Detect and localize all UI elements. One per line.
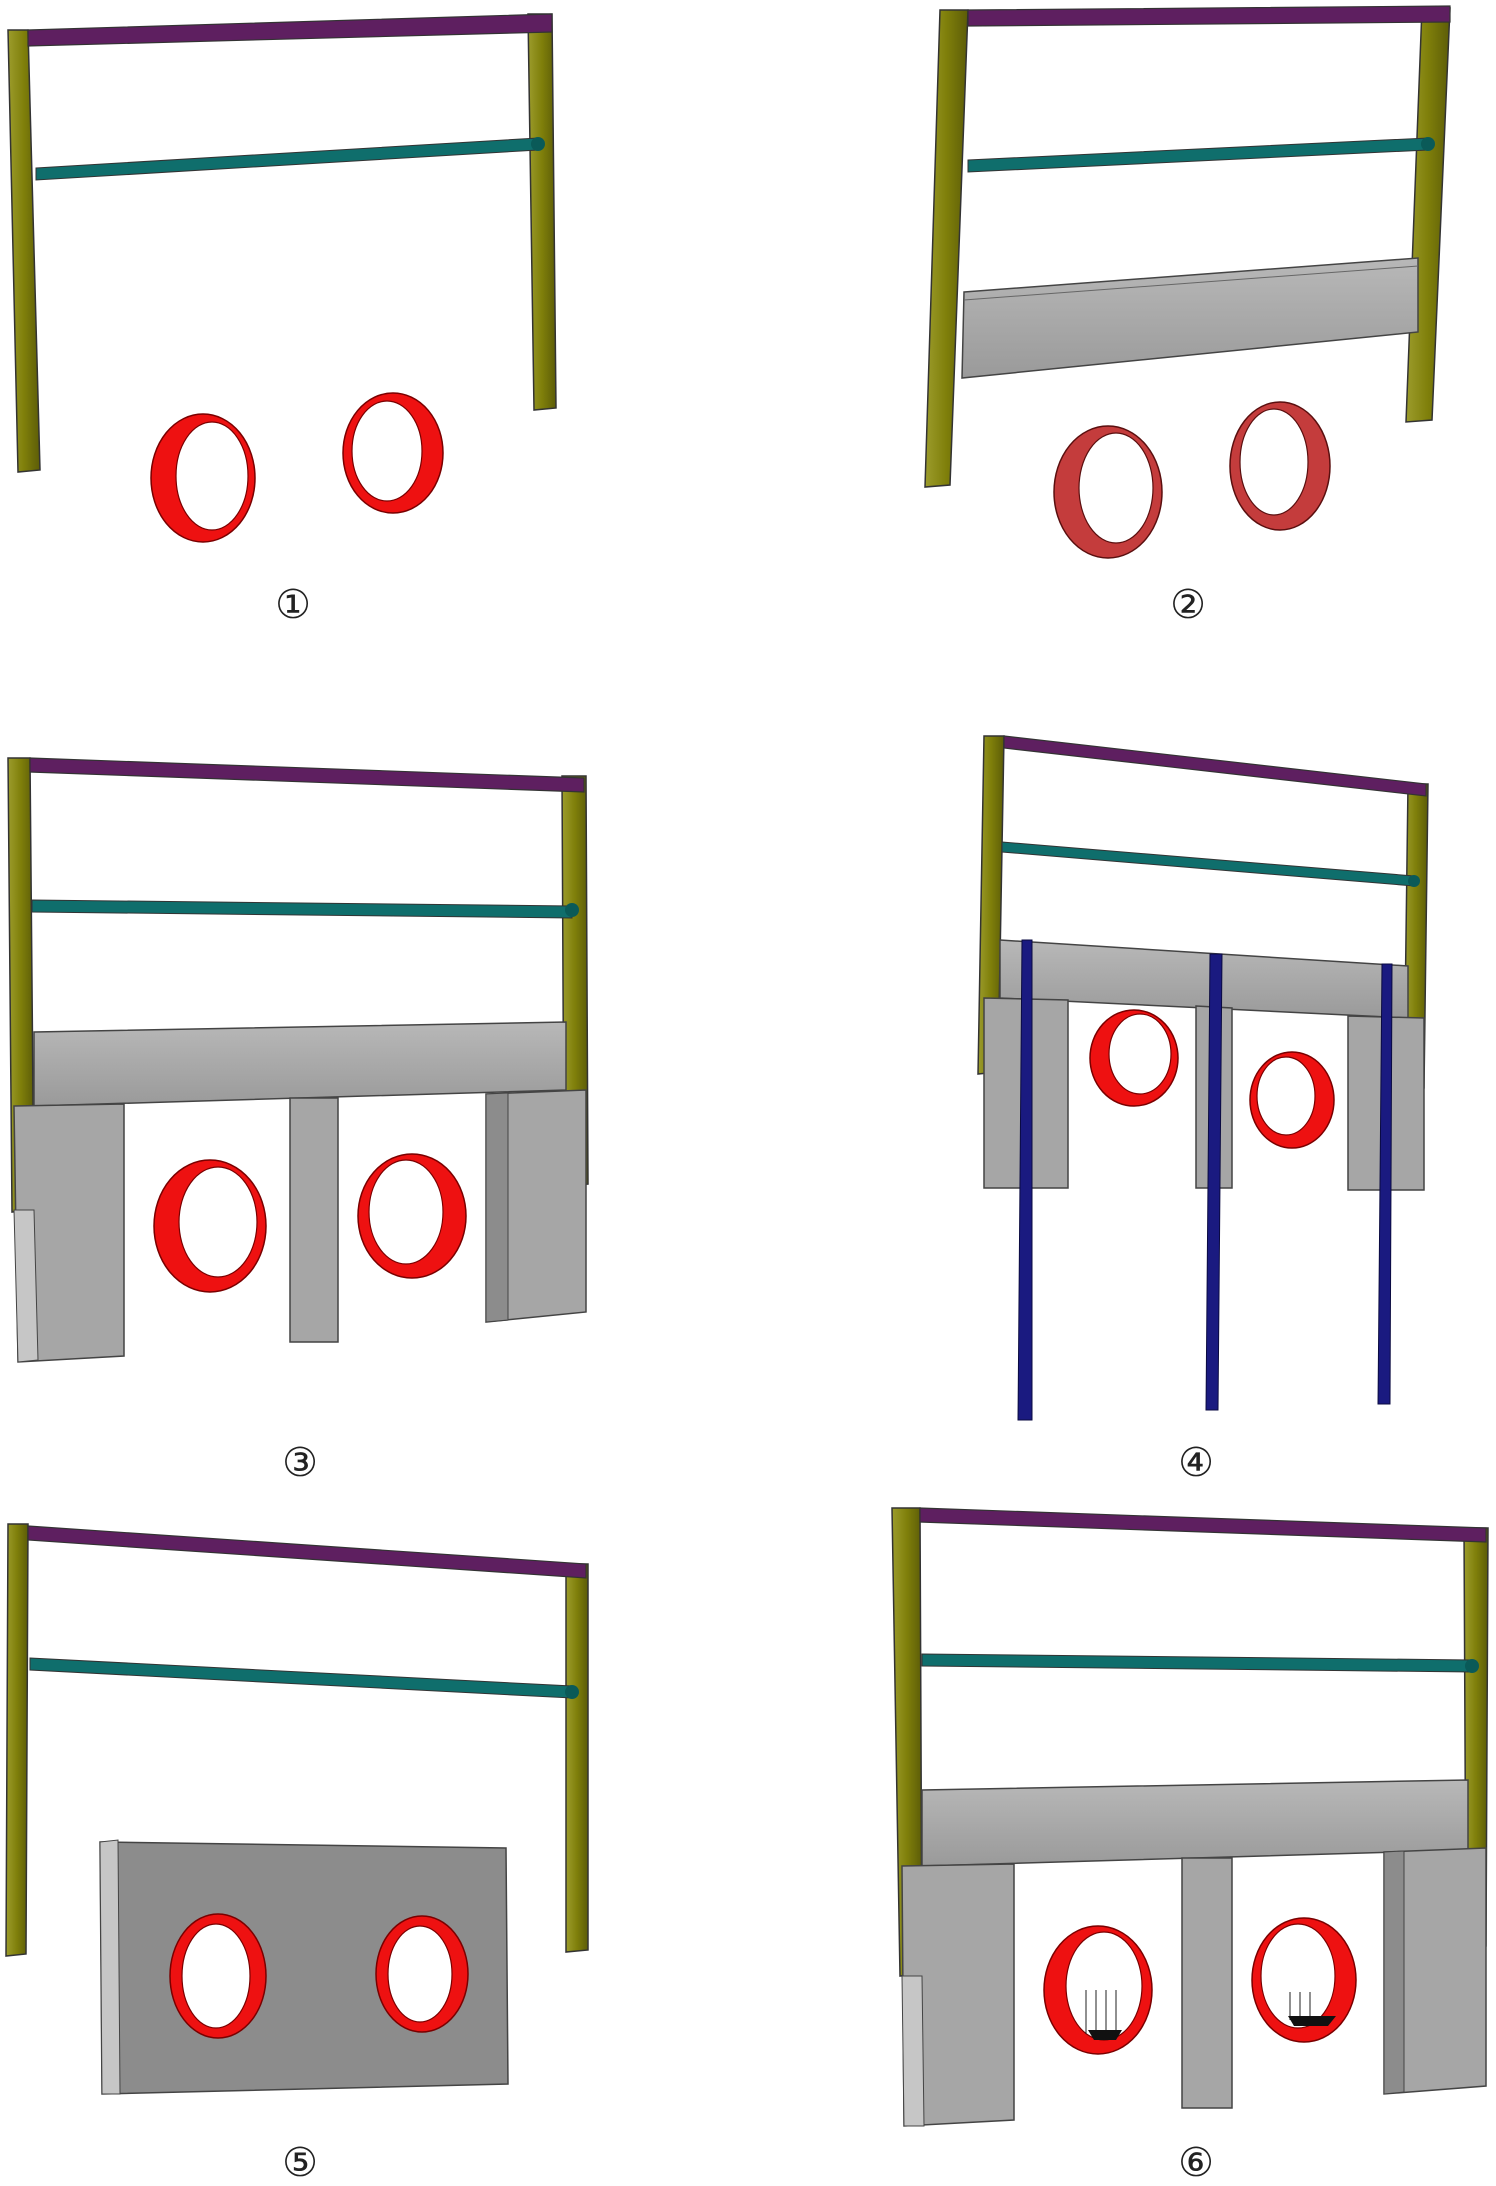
stage-6-right-tunnel-ring <box>1251 1917 1357 2043</box>
stage-6-panel <box>891 1507 1489 2127</box>
stage-4-right-pile <box>1377 963 1393 1405</box>
stage-4-middle-strut <box>1001 841 1415 887</box>
stage-4-left-tunnel-ring <box>1089 1009 1179 1107</box>
stage-2-right-diaphragm-wall <box>1405 7 1451 423</box>
stage-4-strut-node <box>1408 875 1420 887</box>
stage-3-middle-strut <box>31 899 573 919</box>
stage-5-left-diaphragm-wall <box>5 1523 29 1957</box>
stage-6-top-strut <box>919 1507 1487 1543</box>
stage-1-label: ① <box>275 582 311 628</box>
stage-3-strut-node <box>565 903 579 917</box>
stage-2-right-tunnel-ring <box>1229 401 1331 531</box>
stage-1-top-strut <box>27 13 553 47</box>
stage-1-right-diaphragm-wall <box>527 13 557 411</box>
stage-6-left-load-arrows <box>1085 1990 1122 2040</box>
stage-1-strut-node <box>531 137 545 151</box>
stage-5-middle-strut <box>29 1657 573 1699</box>
stage-6-label: ⑥ <box>1178 2140 1214 2186</box>
stage-1-middle-strut <box>35 137 539 181</box>
stage-5-left-tunnel-ring <box>169 1913 267 2039</box>
stage-6-center-column <box>1181 1857 1233 2109</box>
stage-4-center-pile <box>1205 953 1223 1411</box>
stage-3-panel <box>7 757 589 1363</box>
stage-5-label: ⑤ <box>282 2140 318 2186</box>
stage-2-left-diaphragm-wall <box>924 9 969 488</box>
stage-1-left-tunnel-ring <box>150 413 256 543</box>
stage-2-top-strut <box>967 5 1451 27</box>
stage-5-panel <box>5 1523 589 2095</box>
stage-3-right-tunnel-ring <box>357 1153 467 1279</box>
stage-4-label: ④ <box>1178 1440 1214 1486</box>
stage-2-panel <box>924 5 1451 559</box>
stage-2-label: ② <box>1170 582 1206 628</box>
stage-2-middle-strut <box>967 137 1429 173</box>
stage-5-right-tunnel-ring <box>375 1915 469 2033</box>
stage-3-center-column <box>289 1097 339 1343</box>
stage-3-concrete-slab <box>33 1021 567 1107</box>
stage-2-left-tunnel-ring <box>1053 425 1163 559</box>
stage-3-top-strut <box>29 757 585 793</box>
stage-5-strut-node <box>565 1685 579 1699</box>
stage-1-left-diaphragm-wall <box>7 29 41 473</box>
stage-6-strut-node <box>1465 1659 1479 1673</box>
stage-6-right-load-arrows <box>1288 1992 1336 2026</box>
stage-4-left-pile <box>1017 939 1033 1421</box>
stage-4-top-strut <box>1003 735 1427 797</box>
stage-6-left-tunnel-ring <box>1043 1925 1153 2055</box>
stage-4-right-tunnel-ring <box>1249 1051 1335 1149</box>
stage-3-left-tunnel-ring <box>153 1159 267 1293</box>
stage-2-strut-node <box>1421 137 1435 151</box>
stage-1-panel <box>7 13 557 543</box>
stage-1-right-tunnel-ring <box>342 392 444 514</box>
stage-5-top-strut <box>27 1525 587 1579</box>
stage-2-concrete-slab <box>961 257 1419 379</box>
stage-3-label: ③ <box>282 1440 318 1486</box>
stage-6-middle-strut <box>921 1653 1473 1673</box>
stage-5-right-diaphragm-wall <box>565 1563 589 1953</box>
stage-4-panel <box>977 735 1429 1421</box>
